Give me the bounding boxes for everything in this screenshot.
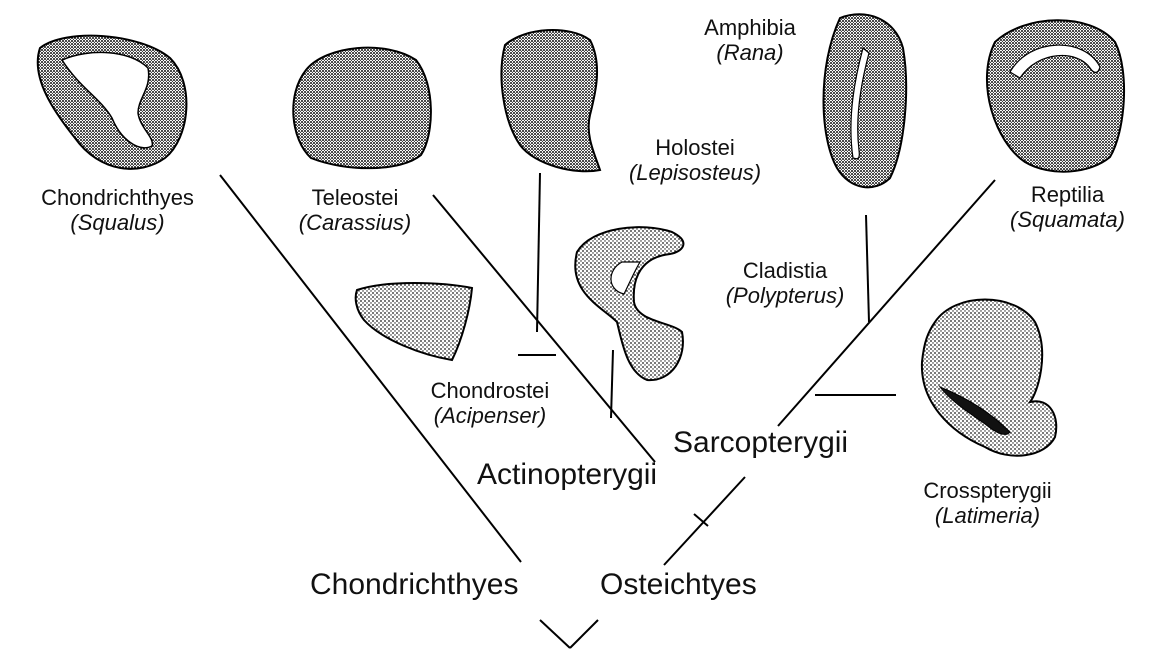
taxon-name: Reptilia	[990, 182, 1145, 207]
specimen-lepisosteus-image	[495, 25, 605, 175]
taxon-genus: (Polypterus)	[700, 283, 870, 308]
taxon-genus: (Carassius)	[280, 210, 430, 235]
taxon-name: Crosspterygii	[895, 478, 1080, 503]
root-label-osteichtyes: Osteichtyes	[600, 568, 757, 602]
taxon-genus: (Latimeria)	[895, 503, 1080, 528]
taxon-name: Chondrichthyes	[5, 185, 230, 210]
taxon-name: Cladistia	[700, 258, 870, 283]
specimen-rana-image	[815, 8, 910, 193]
clade-label-sarcopterygii: Sarcopterygii	[673, 426, 848, 460]
taxon-label-cladistia: Cladistia (Polypterus)	[700, 258, 870, 309]
clade-label-actinopterygii: Actinopterygii	[477, 458, 657, 492]
taxon-label-chondrichthyes: Chondrichthyes (Squalus)	[5, 185, 230, 236]
taxon-genus: (Rana)	[680, 40, 820, 65]
specimen-polypterus-image	[562, 222, 712, 387]
taxon-name: Holostei	[600, 135, 790, 160]
taxon-name: Amphibia	[680, 15, 820, 40]
taxon-genus: (Lepisosteus)	[600, 160, 790, 185]
taxon-label-teleostei: Teleostei (Carassius)	[280, 185, 430, 236]
root-branch-right	[570, 620, 598, 648]
root-label-chondrichthyes: Chondrichthyes	[310, 568, 518, 602]
root-branch-left	[540, 620, 570, 648]
taxon-genus: (Acipenser)	[420, 403, 560, 428]
specimen-squalus-image	[20, 28, 200, 178]
taxon-label-holostei: Holostei (Lepisosteus)	[600, 135, 790, 186]
taxon-label-chondrostei: Chondrostei (Acipenser)	[420, 378, 560, 429]
branch-osteichthyes	[664, 477, 745, 565]
taxon-label-reptilia: Reptilia (Squamata)	[990, 182, 1145, 233]
branch-holostei	[537, 173, 540, 332]
taxon-genus: (Squalus)	[5, 210, 230, 235]
taxon-label-crosspterygii: Crosspterygii (Latimeria)	[895, 478, 1080, 529]
taxon-genus: (Squamata)	[990, 207, 1145, 232]
specimen-carassius-image	[286, 40, 436, 175]
taxon-name: Teleostei	[280, 185, 430, 210]
taxon-label-amphibia: Amphibia (Rana)	[680, 15, 820, 66]
specimen-latimeria-image	[910, 292, 1070, 467]
taxon-name: Chondrostei	[420, 378, 560, 403]
specimen-squamata-image	[970, 12, 1130, 177]
specimen-acipenser-image	[352, 280, 477, 365]
